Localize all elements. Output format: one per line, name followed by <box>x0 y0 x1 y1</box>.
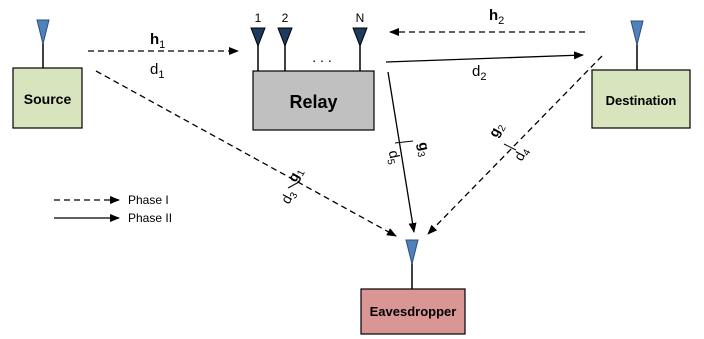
label-d4: d4 <box>510 144 533 165</box>
source-node: Source <box>12 19 83 129</box>
relay-label: Relay <box>289 92 337 112</box>
label-g3: g3 <box>413 140 435 158</box>
tick-relay-eavesdropper <box>394 140 414 144</box>
relay-node: 1 2 N . . . Relay <box>250 11 375 131</box>
eavesdropper-box <box>360 288 466 335</box>
legend: Phase I Phase II <box>54 193 172 225</box>
label-h1: h1 <box>150 31 165 51</box>
relay-antenna-ellipsis: . . . <box>312 49 331 65</box>
relay-antenna-2-label: 2 <box>282 11 289 25</box>
legend-phase1-label: Phase I <box>128 193 169 207</box>
link-relay-destination <box>385 51 584 63</box>
tick-source-eavesdropper <box>287 181 300 189</box>
tick-destination-eavesdropper <box>503 143 517 151</box>
link-relay-eavesdropper <box>387 71 417 233</box>
destination-antenna-icon <box>630 20 644 46</box>
link-source-eavesdropper <box>95 70 397 237</box>
destination-box <box>591 69 691 129</box>
relay-box <box>252 70 375 131</box>
label-g2: g2 <box>485 119 509 141</box>
relay-antenna-n-icon <box>352 27 368 48</box>
source-label: Source <box>24 91 72 107</box>
source-box <box>12 67 83 129</box>
label-g1: g1 <box>284 164 308 186</box>
eavesdropper-antenna-icon <box>405 239 419 265</box>
link-destination-eavesdropper <box>427 55 603 235</box>
relay-antenna-2-icon <box>277 27 293 48</box>
label-d5: d5 <box>383 149 404 166</box>
legend-phase2-label: Phase II <box>128 211 172 225</box>
eavesdropper-node: Eavesdropper <box>360 239 466 335</box>
relay-antenna-1-icon <box>250 27 266 48</box>
relay-antenna-n-label: N <box>356 11 365 25</box>
source-antenna-icon <box>36 19 50 45</box>
eavesdropper-label: Eavesdropper <box>370 304 457 319</box>
relay-antenna-1-label: 1 <box>255 11 262 25</box>
label-d1: d1 <box>150 61 164 81</box>
label-h2: h2 <box>489 7 504 27</box>
destination-label: Destination <box>606 93 677 108</box>
label-d3: d3 <box>277 187 300 208</box>
label-d2: d2 <box>472 63 486 83</box>
destination-node: Destination <box>591 20 691 129</box>
